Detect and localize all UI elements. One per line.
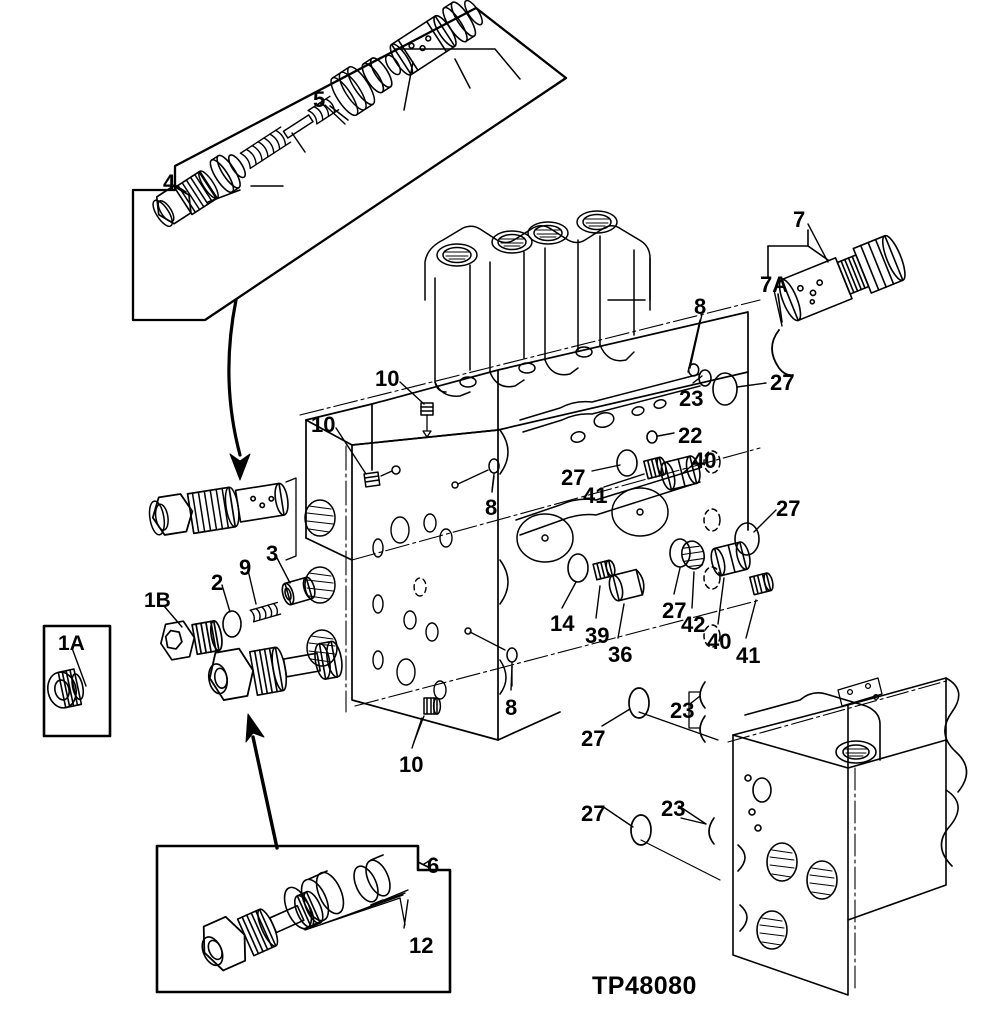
hex-plug-1b: [160, 620, 223, 661]
callout-7a: 7A: [760, 272, 789, 297]
callout-8: 8: [694, 294, 707, 319]
callout-40: 40: [707, 629, 732, 654]
callout-4: 4: [163, 170, 176, 195]
callout-39: 39: [585, 623, 610, 648]
figure-caption: TP48080: [592, 972, 697, 1000]
callout-23: 23: [670, 698, 695, 723]
callout-12: 12: [409, 933, 434, 958]
callout-41: 41: [736, 643, 761, 668]
valve-assembly-inset-6: [201, 890, 324, 972]
callout-23: 23: [661, 796, 686, 821]
callout-1b: 1B: [144, 589, 171, 612]
callout-27: 27: [662, 598, 687, 623]
arrow-inset-to-valve: [227, 298, 242, 457]
inset-6-12-frame: [155, 844, 452, 994]
callout-10: 10: [311, 412, 336, 437]
callout-3: 3: [266, 541, 279, 566]
right-small-parts: [616, 319, 760, 556]
callout-23: 23: [679, 386, 704, 411]
left-face-threaded-ports: [304, 499, 338, 667]
right-block-features: [499, 373, 721, 695]
callout-2: 2: [211, 570, 224, 595]
callout-6: 6: [427, 853, 440, 878]
lower-right-orings: [628, 681, 721, 881]
upper-manifold: [424, 210, 651, 397]
spool-assembly-inset: [152, 0, 483, 228]
callout-41: 41: [583, 483, 608, 508]
callout-10: 10: [375, 366, 400, 391]
callout-10: 10: [399, 752, 424, 777]
callout-22: 22: [678, 423, 703, 448]
callout-27: 27: [561, 465, 586, 490]
valve-cartridge-left: [148, 482, 289, 536]
mid-row-parts: [567, 538, 774, 602]
callout-8: 8: [505, 695, 518, 720]
callout-40: 40: [692, 448, 717, 473]
callout-9: 9: [239, 555, 252, 580]
callout-27: 27: [581, 801, 606, 826]
callout-27: 27: [770, 370, 795, 395]
callout-7: 7: [793, 207, 806, 232]
callout-5: 5: [313, 87, 326, 112]
callout-27: 27: [581, 726, 606, 751]
parts-2-9-3: [222, 576, 316, 638]
callout-27: 27: [776, 496, 801, 521]
callout-8: 8: [485, 495, 498, 520]
callout-1a: 1A: [58, 632, 85, 655]
seal-stack-inset-6: [283, 854, 409, 931]
socket-plug-1a: [47, 668, 85, 709]
leader-lines: [71, 104, 829, 929]
callout-14: 14: [550, 611, 575, 636]
arrow-bottom-inset-to-valve: [251, 735, 279, 850]
inset-1a-frame: [42, 624, 112, 738]
snapring-7a: [771, 329, 794, 377]
callout-42: 42: [681, 612, 706, 637]
valve-body-face-holes: [372, 513, 453, 700]
callout-36: 36: [608, 642, 633, 667]
inset-4-5-frame: [131, 6, 568, 322]
valve-cartridge-lower-left: [207, 640, 343, 701]
relief-valve-cartridge-7: [778, 234, 906, 322]
lower-right-valve-section: [727, 677, 968, 996]
main-valve-body: [299, 299, 761, 741]
lower-tiny-plugs: [363, 402, 518, 743]
